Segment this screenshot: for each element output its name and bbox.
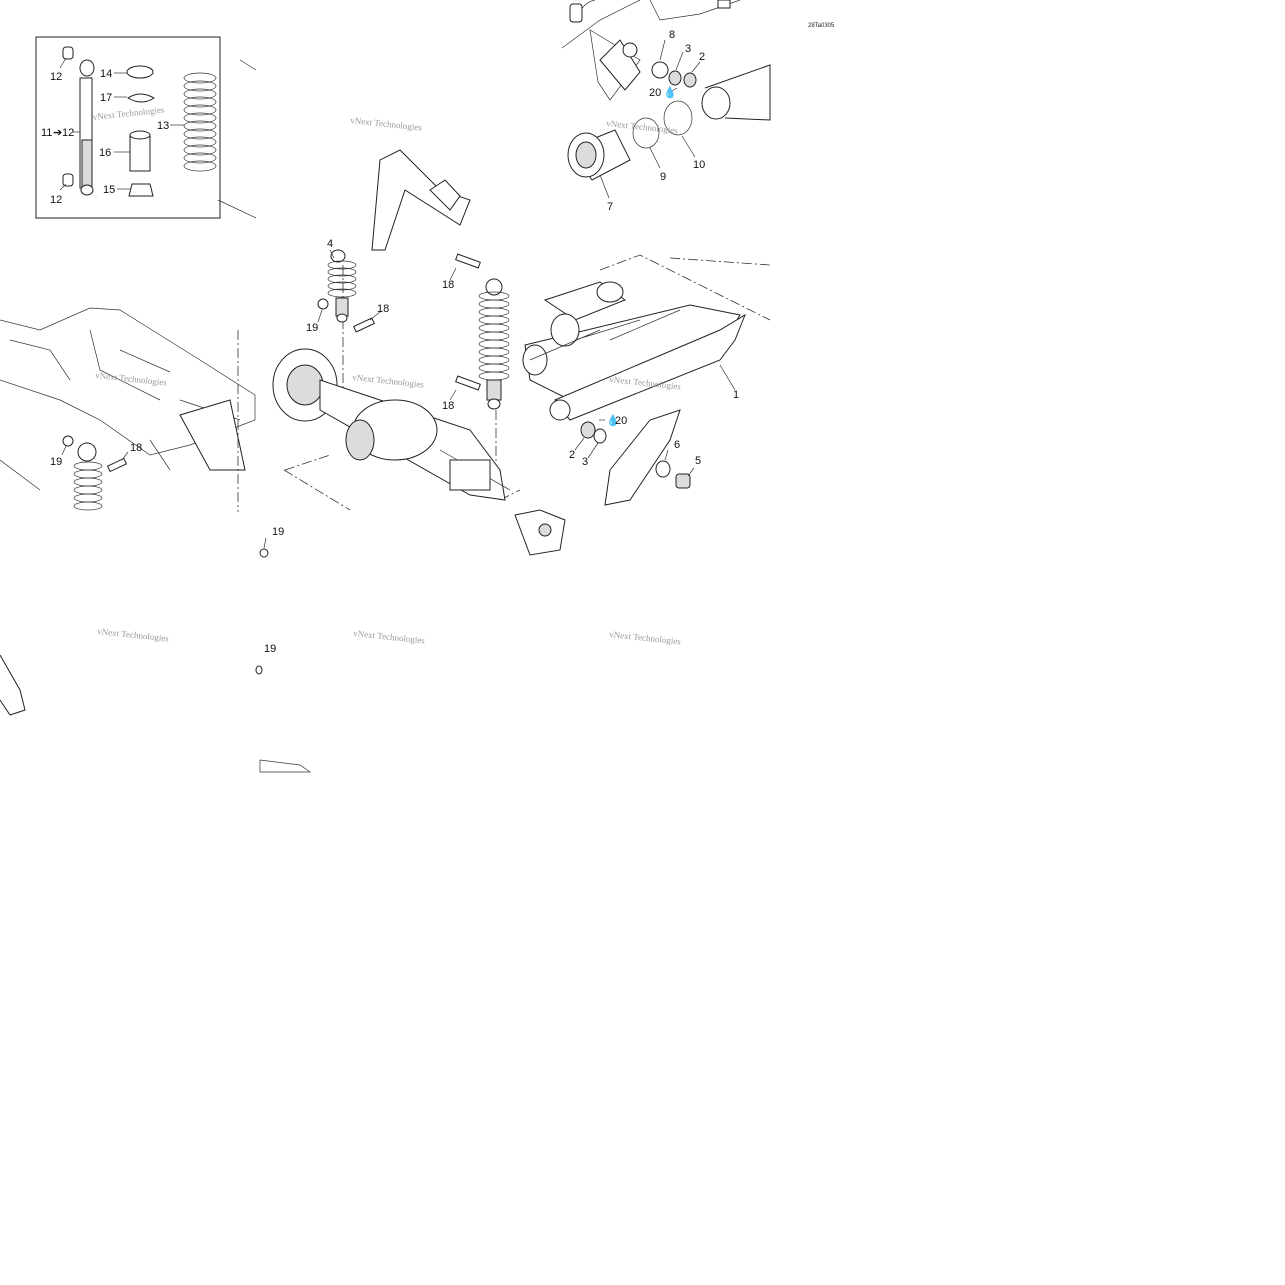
callout-2: 2	[699, 51, 705, 63]
callout-12: 12	[50, 71, 62, 83]
callout-19: 19	[306, 322, 318, 334]
swing-arm: 1 2 3 💧 20 6 5	[522, 254, 771, 506]
callout-13: 13	[157, 120, 169, 132]
callout-6: 6	[674, 439, 680, 451]
shock-parts-inset: 12 12 11 ➔ 12 14 17 16 15 13	[35, 36, 221, 219]
callout-3: 3	[582, 456, 588, 468]
drawing-code: 28Ta0305	[808, 23, 835, 29]
rear-axle-assembly: 4 18 19 18 18	[272, 238, 521, 511]
callout-19: 19	[50, 456, 62, 468]
callout-18: 18	[442, 279, 454, 291]
watermark-text: vNext Technologies	[97, 626, 170, 644]
callout-3: 3	[685, 43, 691, 55]
grease-drop-icon: 💧	[606, 414, 620, 427]
callout-10: 10	[693, 159, 705, 171]
callout-7: 7	[607, 201, 613, 213]
watermark-text: vNext Technologies	[609, 629, 682, 647]
callout-18: 18	[130, 442, 142, 454]
callout-5: 5	[695, 455, 701, 467]
callout-12: 12	[50, 194, 62, 206]
right-arrow-icon: ➔	[53, 127, 62, 139]
callout-1: 1	[733, 389, 739, 401]
watermark-text: vNext Technologies	[92, 104, 165, 122]
watermark-text: vNext Technologies	[95, 370, 168, 388]
callout-16: 16	[99, 147, 111, 159]
callout-19: 19	[264, 643, 276, 655]
callout-14: 14	[100, 68, 112, 80]
callout-8: 8	[669, 29, 675, 41]
callout-2: 2	[569, 449, 575, 461]
callout-20: 20	[615, 415, 627, 427]
callout-11: 11	[41, 127, 52, 139]
callout-17: 17	[100, 92, 112, 104]
left-frame-section: 19 18	[0, 307, 256, 512]
watermark-text: vNext Technologies	[353, 628, 426, 646]
callout-4: 4	[327, 238, 333, 250]
callout-9: 9	[660, 171, 666, 183]
frame-section	[217, 59, 471, 251]
callout-18: 18	[377, 303, 389, 315]
watermark-text: vNext Technologies	[352, 372, 425, 390]
watermark-text: vNext Technologies	[350, 115, 423, 133]
callout-18: 18	[442, 400, 454, 412]
callout-12: 12	[62, 127, 74, 139]
callout-15: 15	[103, 184, 115, 196]
callout-20: 20	[649, 87, 661, 99]
callout-19: 19	[272, 526, 284, 538]
lower-fragments: 19 19	[0, 509, 566, 773]
pivot-bearing-group: 8 3 2 20 💧 10 9 7	[561, 0, 771, 213]
grease-drop-icon: 💧	[663, 86, 677, 99]
